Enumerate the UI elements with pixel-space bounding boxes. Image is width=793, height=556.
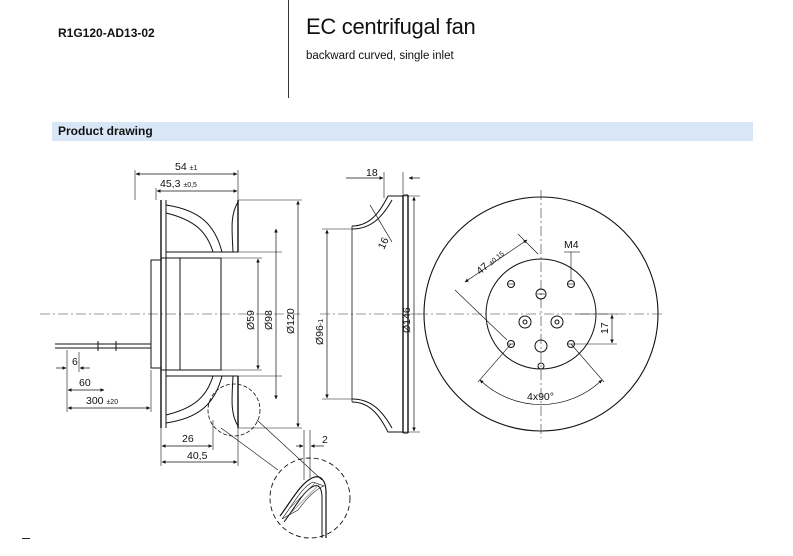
dim-47: 47 ±0,15	[474, 247, 506, 277]
dim-54: 54 ±1	[175, 161, 197, 173]
dim-40-5: 40,5	[187, 450, 208, 462]
front-view	[418, 190, 664, 438]
mounting-holes	[507, 280, 575, 348]
section-header: Product drawing	[52, 122, 753, 141]
dim-26: 26	[182, 433, 194, 445]
angle-4x90: 4x90°	[527, 391, 554, 403]
model-number: R1G120-AD13-02	[58, 26, 155, 40]
section-view	[296, 172, 420, 460]
header-divider	[288, 0, 289, 98]
thread-m4: M4	[564, 239, 579, 251]
section-title: Product drawing	[58, 124, 153, 138]
page-subtitle: backward curved, single inlet	[306, 50, 454, 62]
dim-d96: Ø96-1	[314, 319, 326, 345]
page-title: EC centrifugal fan	[306, 14, 476, 39]
dim-d146: Ø146	[401, 307, 413, 333]
dim-2: 2	[322, 434, 328, 446]
dim-45: 45,3 ±0,5	[160, 178, 197, 190]
footer-mark	[22, 538, 30, 539]
dim-16: 16	[376, 235, 392, 251]
dim-d59: Ø59	[245, 310, 257, 330]
side-view	[40, 170, 302, 466]
dim-d98: Ø98	[263, 310, 275, 330]
dim-60: 60	[79, 377, 91, 389]
dim-17: 17	[599, 322, 611, 334]
dim-d120: Ø120	[285, 308, 297, 334]
dim-300: 300 ±20	[86, 395, 118, 407]
dim-6: 6	[72, 356, 78, 368]
detail-view	[220, 419, 351, 539]
dim-18: 18	[366, 167, 378, 179]
